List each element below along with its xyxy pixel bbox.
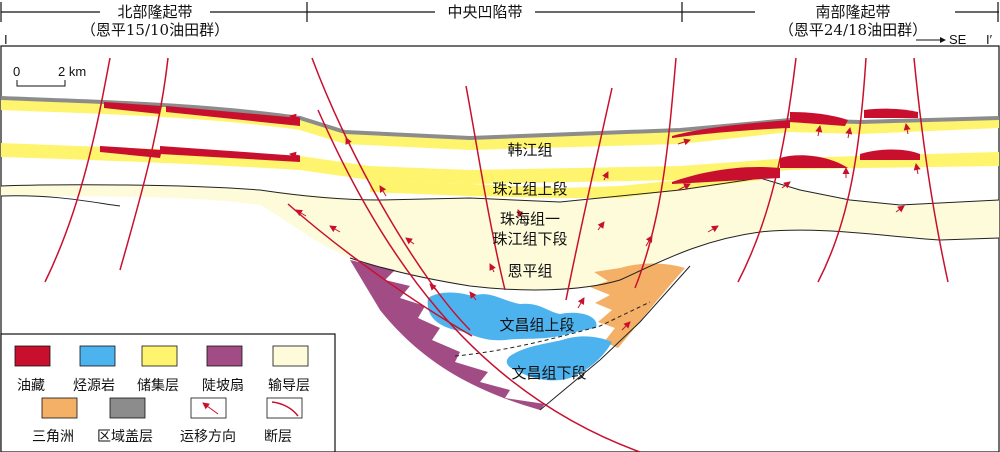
fault-line — [317, 109, 641, 452]
oil-lens — [104, 102, 162, 114]
legend-label-migration: 运移方向 — [180, 429, 236, 445]
fault-line — [913, 57, 949, 283]
fault-line — [465, 85, 506, 291]
legend-label-fault: 断层 — [264, 429, 292, 445]
fan-swatch — [206, 345, 243, 367]
migration-arrow-icon — [190, 397, 227, 419]
label-zhujiang-lower: 珠江组下段 — [492, 230, 567, 248]
migration-arrows — [289, 113, 921, 331]
section-start-label: I — [4, 32, 8, 47]
steep-slope-fan — [350, 260, 545, 410]
fault-line — [565, 87, 613, 301]
scale-length: 2 km — [58, 64, 86, 79]
fault-line — [817, 57, 867, 283]
legend-label-reservoir: 储集层 — [137, 377, 179, 394]
legend-label-carrier: 输导层 — [268, 378, 310, 394]
direction-label: SE — [949, 32, 967, 47]
oil-lens — [160, 146, 300, 162]
legend: 油藏 烃源岩 储集层 陡坡扇 输导层 三角洲 区域盖层 运移方向 断层 — [0, 333, 336, 452]
label-zhujiang-upper: 珠江组上段 — [492, 180, 567, 198]
oil-reservoirs — [100, 102, 920, 184]
fault-line — [44, 57, 111, 283]
legend-label-oil: 油藏 — [17, 378, 45, 394]
south-uplift-title: 南部隆起带 — [815, 3, 890, 21]
source-rock-upper — [427, 292, 597, 341]
oil-lens — [166, 106, 300, 126]
label-enping: 恩平组 — [507, 262, 552, 280]
cap-swatch — [109, 397, 146, 419]
delta-swatch — [41, 397, 78, 419]
delta-deposit — [590, 263, 685, 348]
oil-lens — [790, 112, 848, 126]
source-rock-lower — [506, 336, 612, 381]
strata-boundaries — [1, 177, 999, 411]
oil-lens — [672, 166, 780, 184]
legend-label-cap: 区域盖层 — [97, 429, 153, 445]
oil-lens — [780, 155, 848, 168]
regional-cap-layer — [1, 96, 999, 141]
carrier-bed — [1, 178, 999, 290]
faults — [44, 57, 949, 452]
geologic-section: 韩江组 珠江组上段 珠海组一 珠江组下段 恩平组 文昌组上段 文昌组下段 0 2… — [1, 57, 999, 452]
north-uplift-subtitle: （恩平15/10油田群） — [81, 21, 229, 39]
fault-line — [737, 57, 797, 283]
reservoir-swatch — [141, 345, 178, 367]
legend-label-delta: 三角洲 — [32, 429, 74, 445]
oil-lens — [864, 108, 918, 118]
label-zhuhai: 珠海组一 — [500, 210, 560, 228]
oil-lens — [100, 146, 162, 158]
fault-line — [634, 57, 677, 289]
label-hanjiang: 韩江组 — [507, 141, 552, 159]
fault-line — [119, 57, 169, 271]
source-rock-swatch — [79, 345, 116, 367]
legend-label-fan: 陡坡扇 — [202, 378, 244, 394]
section-frame — [0, 45, 1000, 452]
legend-label-source: 烃源岩 — [73, 378, 115, 394]
oil-swatch — [14, 345, 51, 367]
carrier-swatch — [272, 345, 309, 367]
central-sag-title: 中央凹陷带 — [447, 3, 522, 21]
south-uplift-subtitle: （恩平24/18油田群） — [779, 21, 927, 39]
label-wenchang-lower: 文昌组下段 — [511, 364, 586, 382]
label-wenchang-upper: 文昌组上段 — [499, 316, 574, 334]
north-uplift-title: 北部隆起带 — [117, 3, 192, 21]
scale-zero: 0 — [13, 64, 20, 79]
section-end-label: I′ — [986, 32, 993, 47]
fault-line — [311, 57, 471, 331]
scale-bar: 0 2 km — [13, 64, 86, 87]
oil-lens — [860, 149, 920, 160]
oil-lens — [672, 120, 790, 138]
header: 北部隆起带 （恩平15/10油田群） 中央凹陷带 南部隆起带 （恩平24/18油… — [0, 2, 999, 47]
